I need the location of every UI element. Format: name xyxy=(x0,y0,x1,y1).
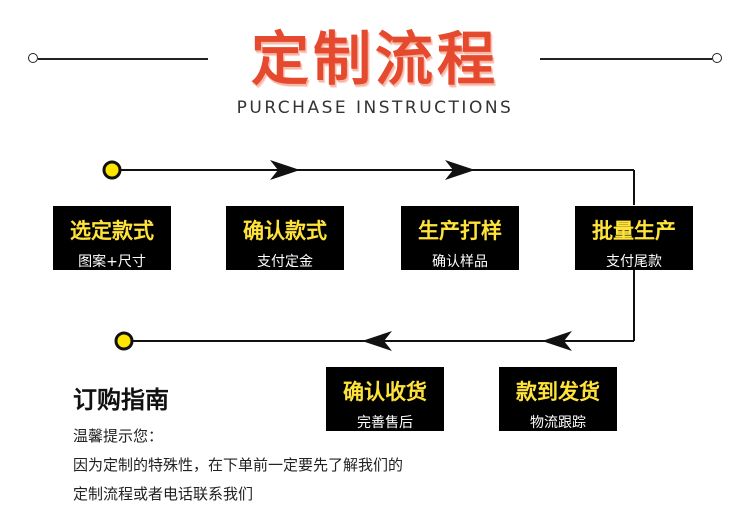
decor-right-dot xyxy=(712,53,722,63)
arrow-left-icon xyxy=(362,331,392,351)
step-confirm-style: 确认款式 支付定金 xyxy=(226,206,344,270)
step-confirm-receipt: 确认收货 完善售后 xyxy=(326,367,444,431)
step-sample-production: 生产打样 确认样品 xyxy=(401,206,519,270)
decor-right-line xyxy=(540,58,712,60)
step-title: 确认款式 xyxy=(243,219,327,243)
arrow-right-icon xyxy=(270,160,300,180)
step-mass-production: 批量生产 支付尾款 xyxy=(575,206,693,270)
decor-left-line xyxy=(38,58,208,60)
page-subtitle: PURCHASE INSTRUCTIONS xyxy=(236,98,514,118)
step-title: 生产打样 xyxy=(418,219,502,243)
page-title: 定制流程 xyxy=(250,25,499,93)
guide-text-line-2: 定制流程或者电话联系我们 xyxy=(73,485,254,503)
step-desc: 完善售后 xyxy=(357,415,413,431)
step-title: 款到发货 xyxy=(516,380,600,404)
guide-title: 订购指南 xyxy=(73,386,169,414)
step-desc: 图案+尺寸 xyxy=(78,254,146,270)
arrow-left-icon xyxy=(542,331,572,351)
decor-left-dot xyxy=(28,53,38,63)
flow-start-dot xyxy=(102,160,122,180)
step-select-style: 选定款式 图案+尺寸 xyxy=(53,206,171,270)
step-desc: 支付尾款 xyxy=(606,254,662,270)
step-title: 选定款式 xyxy=(70,219,154,243)
step-ship: 款到发货 物流跟踪 xyxy=(499,367,617,431)
step-desc: 物流跟踪 xyxy=(530,415,586,431)
step-desc: 确认样品 xyxy=(432,254,488,270)
step-desc: 支付定金 xyxy=(257,254,313,270)
step-title: 确认收货 xyxy=(343,380,427,404)
guide-greeting: 温馨提示您： xyxy=(73,427,164,445)
flow-end-dot xyxy=(114,331,134,351)
arrow-right-icon xyxy=(445,160,475,180)
step-title: 批量生产 xyxy=(592,219,676,243)
guide-text-line-1: 因为定制的特殊性，在下单前一定要先了解我们的 xyxy=(73,456,404,474)
